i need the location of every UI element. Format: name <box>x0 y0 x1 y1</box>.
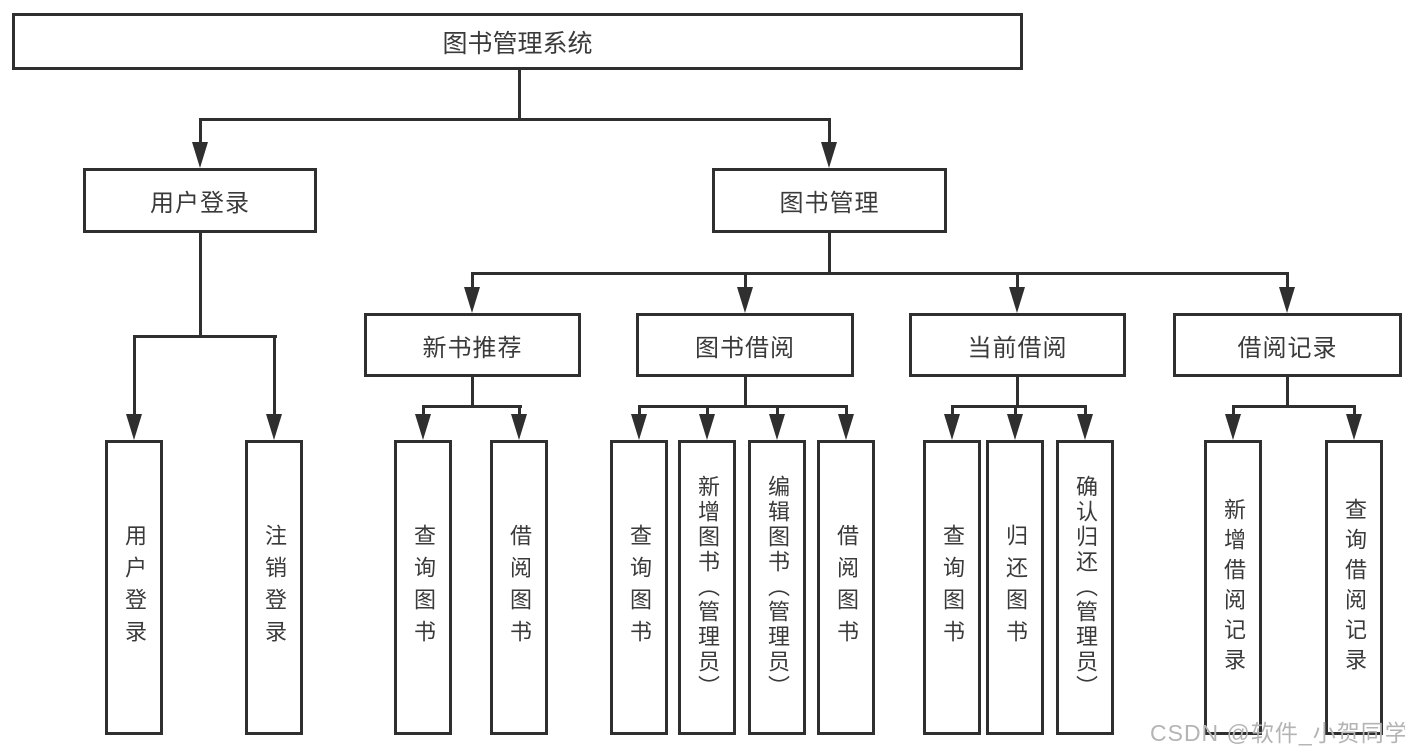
leaf-return-book-label: 归还图书 <box>1003 523 1028 652</box>
leaf-query-borrow-record: 查询借阅记录 <box>1325 440 1383 735</box>
arrow-to-borrow-book <box>838 414 854 440</box>
arrow-to-confirm-return-admin <box>1077 414 1093 440</box>
leaf-query-book-current: 查询图书 <box>923 440 981 735</box>
arrow-to-return-book <box>1007 414 1023 440</box>
leaf-query-book-recommend-label: 查询图书 <box>411 523 436 652</box>
connector-stem-add-borrow-record <box>1232 405 1235 418</box>
connector-stem-borrow-records <box>1286 272 1289 291</box>
leaf-borrow-book-recommend: 借阅图书 <box>490 440 548 735</box>
node-book-management: 图书管理 <box>712 168 947 233</box>
connector-root-stem <box>518 67 521 121</box>
leaf-edit-book-admin: 编辑图书（管理员） <box>748 440 806 735</box>
arrow-to-book-borrow <box>737 287 753 313</box>
leaf-return-book: 归还图书 <box>986 440 1044 735</box>
connector-borrow-records-splitter <box>1232 405 1356 408</box>
arrow-to-edit-book-admin <box>769 414 785 440</box>
leaf-query-book-borrow: 查询图书 <box>610 440 668 735</box>
leaf-logout-label: 注销登录 <box>262 523 287 652</box>
arrow-to-add-borrow-record <box>1225 414 1241 440</box>
node-book-management-label: 图书管理 <box>779 190 880 217</box>
connector-book-borrow-stem <box>744 376 747 408</box>
connector-current-borrow-stem <box>1016 376 1019 408</box>
arrow-to-leaf-user-login <box>126 414 142 440</box>
connector-stem-query-book-borrow <box>638 405 641 418</box>
connector-stem-query-borrow-record <box>1353 405 1356 418</box>
connector-stem-leaf-logout <box>273 335 276 418</box>
leaf-user-login: 用户登录 <box>105 440 163 735</box>
leaf-add-borrow-record: 新增借阅记录 <box>1204 440 1262 735</box>
connector-stem-query-book-current <box>951 405 954 418</box>
arrow-to-query-book-borrow <box>631 414 647 440</box>
csdn-watermark: CSDN @软件_小贺同学 <box>1150 720 1405 746</box>
node-new-book-recommend-label: 新书推荐 <box>422 334 523 362</box>
leaf-edit-book-admin-label: 编辑图书（管理员） <box>765 475 790 700</box>
leaf-borrow-book: 借阅图书 <box>817 440 875 735</box>
node-new-book-recommend: 新书推荐 <box>364 313 581 377</box>
leaf-add-book-admin-label: 新增图书（管理员） <box>695 475 720 700</box>
connector-stem-book-borrow <box>744 272 747 291</box>
connector-current-borrow-splitter <box>951 405 1087 408</box>
connector-user-login-stem <box>199 232 202 338</box>
leaf-borrow-book-recommend-label: 借阅图书 <box>507 523 532 652</box>
arrow-to-borrow-records <box>1279 287 1295 313</box>
connector-stem-new-book-recommend <box>471 272 474 291</box>
node-book-borrow-label: 图书借阅 <box>695 334 795 362</box>
leaf-add-book-admin: 新增图书（管理员） <box>678 440 736 735</box>
connector-book-management-stem <box>828 232 831 275</box>
leaf-query-book-borrow-label: 查询图书 <box>627 523 652 652</box>
leaf-logout: 注销登录 <box>245 440 303 735</box>
connector-level3-splitter <box>471 272 1289 275</box>
connector-stem-book-management <box>828 118 831 146</box>
node-user-login-label: 用户登录 <box>150 190 250 217</box>
leaf-confirm-return-admin-label: 确认归还（管理员） <box>1073 475 1098 700</box>
connector-new-book-recommend-splitter <box>422 405 522 408</box>
arrow-to-query-book-current <box>944 414 960 440</box>
node-borrow-records-label: 借阅记录 <box>1237 334 1338 362</box>
leaf-query-book-current-label: 查询图书 <box>940 523 965 652</box>
node-root-label: 图书管理系统 <box>442 29 593 58</box>
arrow-to-borrow-book-recommend <box>511 414 527 440</box>
leaf-borrow-book-label: 借阅图书 <box>834 523 859 652</box>
arrow-to-query-book-recommend <box>415 414 431 440</box>
connector-top-splitter <box>199 118 831 121</box>
connector-stem-edit-book-admin <box>776 405 779 418</box>
leaf-user-login-label: 用户登录 <box>122 523 147 652</box>
connector-stem-user-login <box>199 118 202 146</box>
arrow-to-leaf-logout <box>266 414 282 440</box>
connector-stem-query-book-recommend <box>422 405 425 418</box>
leaf-query-book-recommend: 查询图书 <box>394 440 452 735</box>
arrow-to-add-book-admin <box>699 414 715 440</box>
leaf-add-borrow-record-label: 新增借阅记录 <box>1221 497 1246 678</box>
node-current-borrow-label: 当前借阅 <box>967 334 1068 362</box>
leaf-confirm-return-admin: 确认归还（管理员） <box>1056 440 1114 735</box>
arrow-to-book-management <box>821 142 837 168</box>
node-borrow-records: 借阅记录 <box>1173 313 1402 377</box>
connector-user-login-splitter <box>133 335 277 338</box>
connector-book-borrow-splitter <box>638 405 848 408</box>
connector-borrow-records-stem <box>1286 376 1289 408</box>
leaf-query-borrow-record-label: 查询借阅记录 <box>1342 497 1367 678</box>
connector-stem-current-borrow <box>1016 272 1019 291</box>
arrow-to-current-borrow <box>1009 287 1025 313</box>
arrow-to-query-borrow-record <box>1346 414 1362 440</box>
node-user-login: 用户登录 <box>83 168 317 233</box>
node-book-borrow: 图书借阅 <box>636 313 854 377</box>
connector-stem-borrow-book-recommend <box>518 405 521 418</box>
connector-stem-confirm-return-admin <box>1084 405 1087 418</box>
connector-stem-add-book-admin <box>706 405 709 418</box>
node-root: 图书管理系统 <box>12 13 1023 70</box>
connector-stem-leaf-user-login <box>133 335 136 418</box>
node-current-borrow: 当前借阅 <box>909 313 1126 377</box>
arrow-to-new-book-recommend <box>464 287 480 313</box>
connector-new-book-recommend-stem <box>471 376 474 408</box>
arrow-to-user-login <box>192 142 208 168</box>
connector-stem-return-book <box>1014 405 1017 418</box>
connector-stem-borrow-book <box>845 405 848 418</box>
